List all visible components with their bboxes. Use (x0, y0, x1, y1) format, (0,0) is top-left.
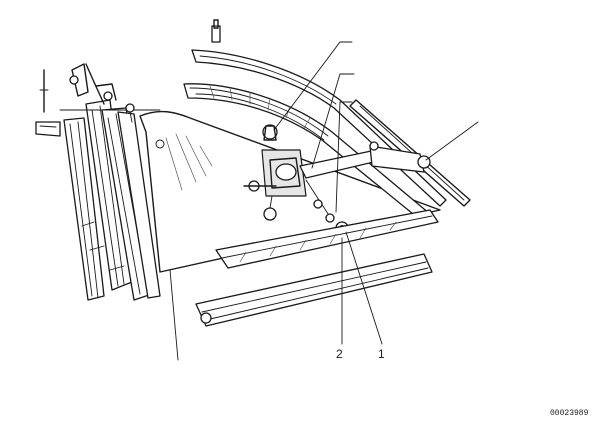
callout-part-1: 1 (378, 347, 385, 361)
leader-lines (273, 41, 479, 345)
top-clip (211, 19, 221, 43)
upper-frame-rail (183, 49, 447, 219)
bottom-seal-strip (195, 253, 433, 327)
screw-group-left (69, 75, 135, 123)
side-bracket (35, 69, 61, 137)
lower-sill-rail (215, 209, 439, 269)
pillar-channel (59, 63, 161, 301)
callout-part-2: 2 (336, 347, 343, 361)
image-code: 00023989 (550, 409, 589, 418)
